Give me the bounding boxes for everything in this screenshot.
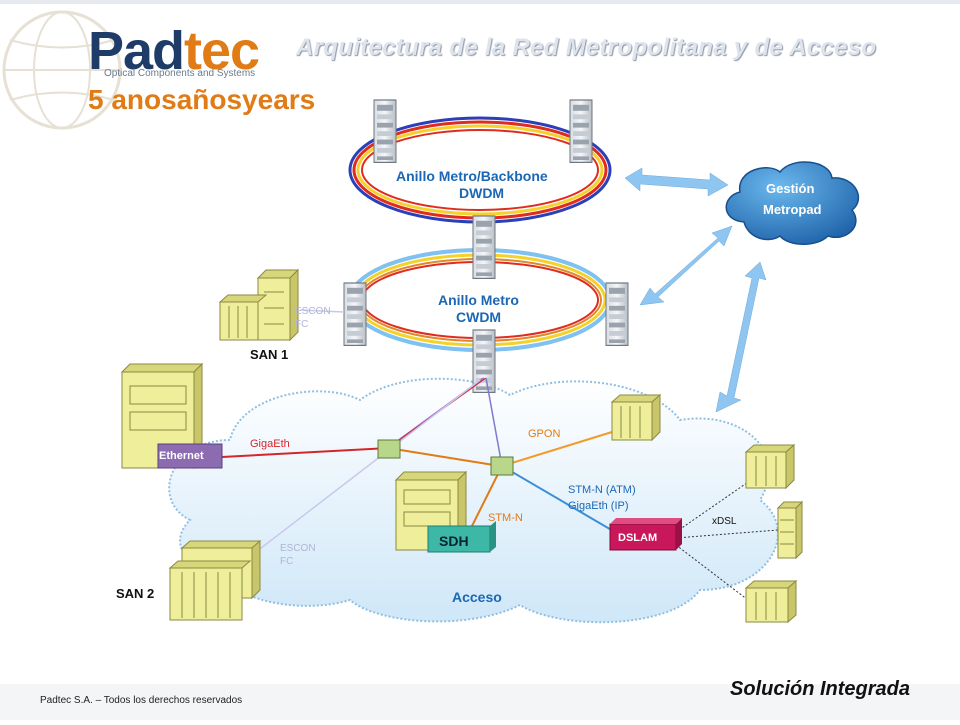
brand-name-part2: tec: [184, 21, 260, 81]
top-border: [0, 0, 960, 4]
gpon-label: GPON: [528, 428, 561, 440]
switch-2: [490, 456, 514, 476]
xdsl-endpoint-2: [776, 500, 804, 560]
gpon-device: [610, 393, 662, 442]
dwdm-ring-label-1: Anillo Metro/Backbone: [396, 168, 548, 184]
page-title: Arquitectura de la Red Metropolitana y d…: [296, 34, 877, 61]
switch-1: [377, 439, 401, 459]
tagline: Solución Integrada: [730, 678, 911, 700]
brand-name-part1: Pad: [88, 21, 185, 81]
san2-label: SAN 2: [116, 586, 155, 601]
ethernet-label: Ethernet: [159, 450, 204, 462]
stmn-label: STM-N: [488, 512, 523, 524]
footer-copyright: Padtec S.A. – Todos los derechos reserva…: [40, 695, 243, 706]
xdsl-label: xDSL: [712, 516, 737, 527]
brand-logo: Padtec: [88, 20, 260, 82]
san2-storage: [168, 539, 262, 621]
sdh-label: SDH: [439, 533, 469, 549]
stmn-atm-label: STM-N (ATM): [568, 484, 636, 496]
sdh-host: [394, 470, 496, 553]
dwdm-ring-label-2: DWDM: [459, 185, 505, 201]
san1-storage: [218, 268, 300, 342]
mgmt-label-2: Metropad: [763, 202, 822, 217]
brand-years: 5 anosañosyears: [88, 84, 316, 115]
footer-band: [0, 684, 960, 720]
rack-dwdm-left: [373, 99, 397, 164]
rack-cwdm-right: [605, 282, 629, 346]
mgmt-cloud: [725, 161, 860, 245]
san1-link-label-1: ESCON: [295, 306, 331, 317]
san1-link-label-2: FC: [295, 319, 309, 330]
server-ethernet-host: [120, 362, 223, 470]
gigaeth-label: GigaEth: [250, 438, 290, 450]
rack-cwdm-left: [343, 282, 367, 346]
links: [221, 309, 779, 601]
san2-link-label-2: FC: [280, 556, 294, 567]
rack-dwdm-right: [569, 99, 593, 164]
brand-subtitle: Optical Components and Systems: [104, 68, 256, 79]
dwdm-ring: [348, 116, 612, 224]
cwdm-ring-label-1: Anillo Metro: [438, 292, 519, 308]
san1-label: SAN 1: [250, 347, 289, 362]
gigaeth-ip-label: GigaEth (IP): [568, 500, 629, 512]
xdsl-endpoint-3: [744, 579, 798, 624]
access-label: Acceso: [452, 589, 502, 605]
dslam-device: [609, 518, 682, 551]
mgmt-arrows: [624, 167, 767, 413]
globe-watermark: [2, 10, 122, 130]
rack-dwdm-bottom: [472, 215, 496, 279]
dslam-label: DSLAM: [618, 532, 658, 544]
cwdm-ring-label-2: CWDM: [456, 309, 502, 325]
san2-link-label-1: ESCON: [280, 543, 316, 554]
xdsl-endpoint-1: [744, 443, 796, 490]
mgmt-label-1: Gestión: [766, 181, 815, 196]
